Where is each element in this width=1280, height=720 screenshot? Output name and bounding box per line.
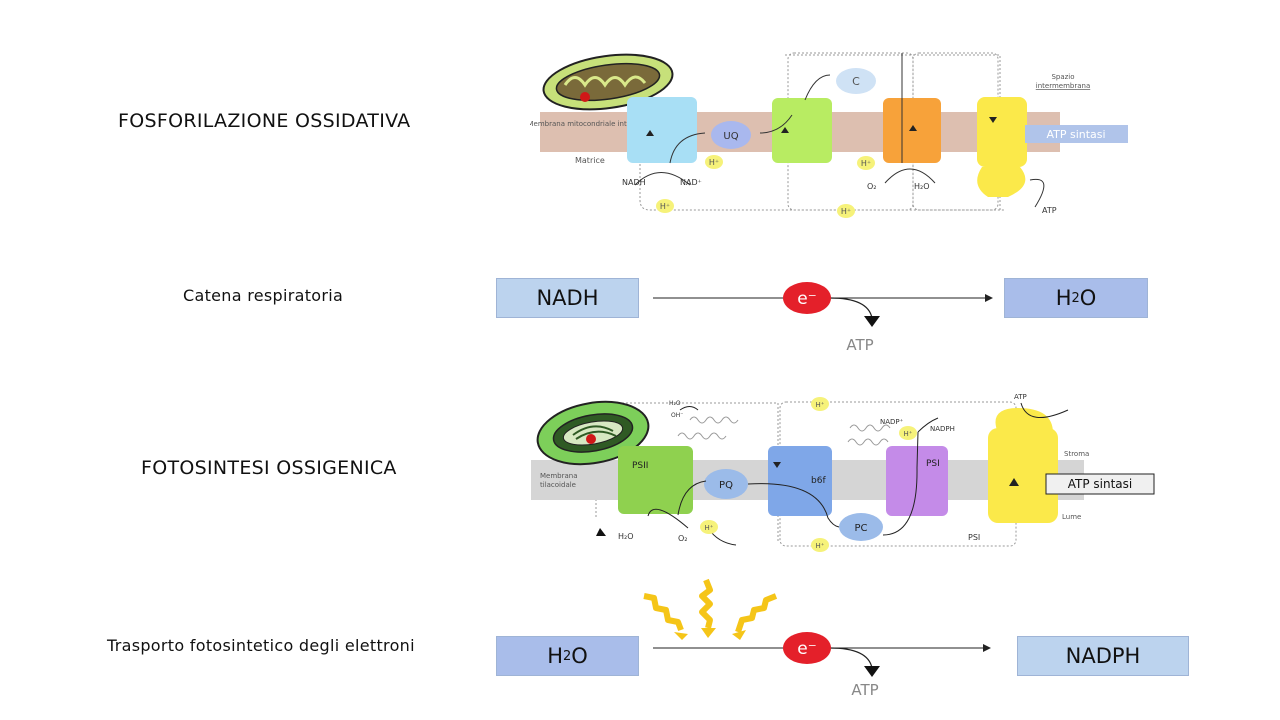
light-ray-2 xyxy=(699,578,713,629)
nadh-text: NADH xyxy=(536,286,599,310)
nad-label: NAD⁺ xyxy=(680,178,702,187)
pc-label: PC xyxy=(854,523,867,534)
atp-synthase-chloro-label: ATP sintasi xyxy=(1068,477,1133,491)
nadh-box: NADH xyxy=(496,278,639,318)
h2o-o: O xyxy=(1079,286,1097,310)
electron-label: e⁻ xyxy=(797,289,816,309)
nadp-label: NADP⁺ xyxy=(880,418,904,426)
water-h: H xyxy=(547,644,563,668)
thylakoid-membrane-label-2: tilacoidale xyxy=(540,481,576,489)
photosynthetic-transport-arrow: e⁻ ATP xyxy=(653,632,991,699)
chloro-o2-label: O₂ xyxy=(678,534,688,543)
nadph-text: NADPH xyxy=(1065,644,1141,668)
nadh-label: NADH xyxy=(622,178,646,187)
atp-product-label: ATP xyxy=(846,336,873,354)
thylakoid-chain-diagram: Membrana tilacoidale PSII PQ b6f PC PSI … xyxy=(531,393,1155,552)
chloro-oh-label: OH⁻ xyxy=(671,412,683,419)
electron-label-2: e⁻ xyxy=(797,639,816,659)
svg-text:H⁺: H⁺ xyxy=(841,207,851,216)
h2o-h: H xyxy=(1055,286,1072,310)
membrane-label: Membrana mitocondriale interna xyxy=(530,120,643,128)
atp-synthase-chloro xyxy=(988,408,1058,523)
b6f-label: b6f xyxy=(811,476,826,486)
atp-synthase-label: ATP sintasi xyxy=(1046,128,1105,141)
chloro-h2o-top-label: H₂O xyxy=(669,400,681,407)
svg-text:H⁺: H⁺ xyxy=(816,542,825,550)
c-label: C xyxy=(852,75,860,88)
h2o-label: H₂O xyxy=(914,182,930,191)
matrix-label: Matrice xyxy=(575,156,605,165)
psi-bottom-label: PSI xyxy=(968,533,980,542)
psii-label: PSII xyxy=(632,461,648,471)
respiratory-chain-title: Catena respiratoria xyxy=(183,286,344,305)
nadph-box: NADPH xyxy=(1017,636,1189,676)
h2o-sub: 2 xyxy=(1071,290,1080,306)
oxidative-phosphorylation-title: FOSFORILAZIONE OSSIDATIVA xyxy=(118,110,411,132)
light-ray-3 xyxy=(735,593,778,633)
mitochondrion-icon xyxy=(542,53,674,111)
pq-carrier xyxy=(704,469,748,499)
stroma-label: Stroma xyxy=(1064,450,1089,458)
svg-text:H⁺: H⁺ xyxy=(904,430,913,438)
water-sub: 2 xyxy=(562,648,572,664)
o2-label: O₂ xyxy=(867,182,877,191)
thylakoid-membrane-label-1: Membrana xyxy=(540,472,578,480)
svg-text:H⁺: H⁺ xyxy=(705,524,714,532)
lume-label: Lume xyxy=(1062,513,1081,521)
electron-icon xyxy=(783,282,831,314)
cytochrome-c xyxy=(836,68,876,94)
atp-synthase-chloro-box xyxy=(1045,473,1155,495)
chloro-atp-label: ATP xyxy=(1014,393,1027,401)
psi-label: PSI xyxy=(926,459,940,469)
light-ray-1 xyxy=(643,593,684,632)
space-label-1: Spazio xyxy=(1051,73,1074,81)
atp-synthase-label-box xyxy=(1025,125,1128,143)
svg-text:H⁺: H⁺ xyxy=(660,202,670,211)
svg-text:H⁺: H⁺ xyxy=(861,159,871,168)
photosynthetic-transport-title: Trasporto fotosintetico degli elettroni xyxy=(107,636,415,655)
chloro-h2o-label: H₂O xyxy=(618,532,634,541)
complex-1 xyxy=(627,97,697,163)
mitochondrial-chain-diagram: Membrana mitocondriale interna Matrice U… xyxy=(530,52,1128,218)
sunlight-rays xyxy=(643,578,778,640)
pc-carrier xyxy=(839,513,883,541)
complex-3 xyxy=(772,98,832,163)
oxygenic-photosynthesis-title: FOTOSINTESI OSSIGENICA xyxy=(141,457,397,479)
space-label-2: intermembrana xyxy=(1036,82,1090,90)
chloro-proton-markers: H⁺ H⁺ H⁺ H⁺ xyxy=(700,397,917,552)
svg-text:H⁺: H⁺ xyxy=(709,158,719,167)
uq-carrier xyxy=(711,121,751,149)
psii-complex xyxy=(618,446,693,514)
pq-label: PQ xyxy=(719,480,733,491)
uq-label: UQ xyxy=(723,131,738,142)
chloro-nadph-label: NADPH xyxy=(930,425,955,433)
atp-product-label-2: ATP xyxy=(851,681,878,699)
atp-label-mito: ATP xyxy=(1042,206,1057,215)
respiratory-chain-arrow: e⁻ ATP xyxy=(653,282,993,354)
proton-markers: H⁺ H⁺ H⁺ H⁺ xyxy=(656,155,875,218)
water-o: O xyxy=(571,644,588,668)
electron-icon-2 xyxy=(783,632,831,664)
svg-text:H⁺: H⁺ xyxy=(816,401,825,409)
atp-synthase-mito xyxy=(977,97,1027,197)
